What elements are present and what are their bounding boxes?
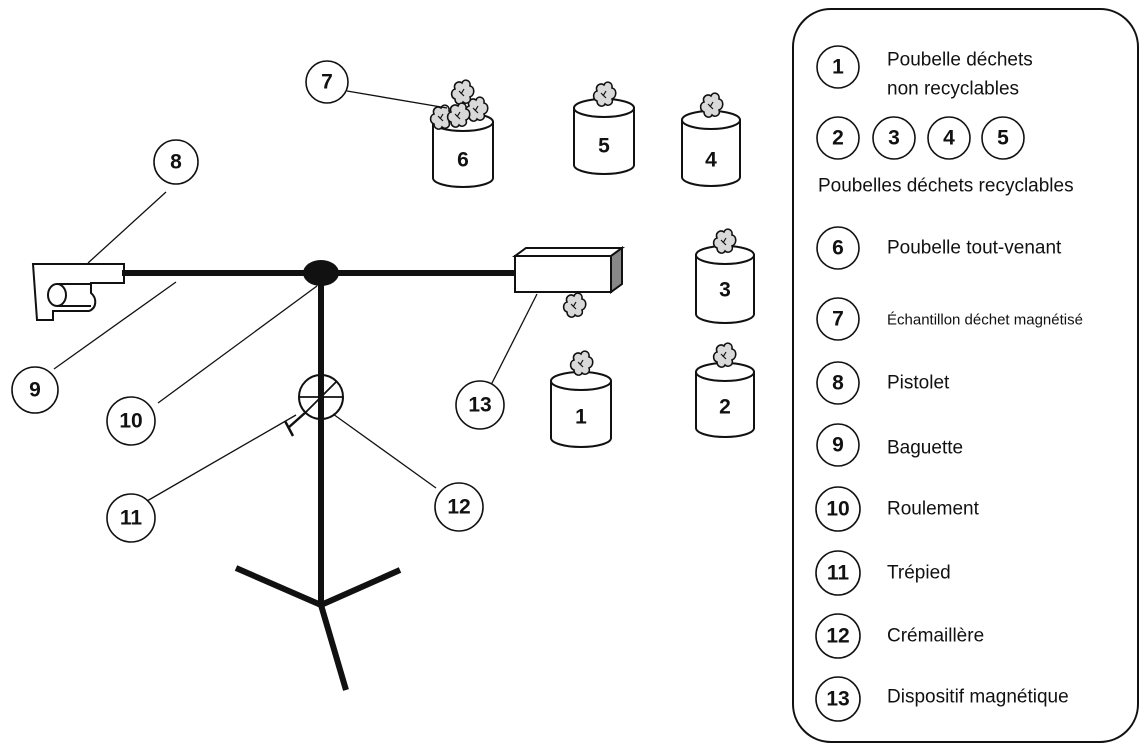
leader-lines [53,90,538,502]
legend-number-9: 9 [832,434,844,457]
legend-number-8: 8 [832,372,844,395]
legend-label-10: Roulement [887,499,980,520]
legend-label-9: Baguette [887,438,963,459]
legend-number-12: 12 [826,625,849,648]
legend-number-13: 13 [826,688,849,711]
legend-number-3: 3 [888,127,900,150]
legend-label-7: Échantillon déchet magnétisé [887,312,1083,329]
legend-label-1-line2: non recyclables [887,79,1019,100]
bin-6 [429,79,494,188]
callout-13: 13 [455,380,505,430]
tripod-legs [234,565,402,691]
callout-8: 8 [153,139,199,185]
callout-11-number: 11 [120,507,143,530]
magnetized-sample-falling [562,292,587,318]
bin-5-number: 5 [598,135,610,158]
legend-number-10: 10 [826,498,849,521]
legend-number-5: 5 [997,127,1009,150]
legend-label-13: Dispositif magnétique [887,687,1069,708]
callout-9: 9 [11,366,59,414]
bin-3-number: 3 [719,279,731,302]
legend-label-11: Trépied [887,563,951,584]
bin-1-number: 1 [575,406,587,429]
legend-label-8: Pistolet [887,373,950,394]
bin-2-number: 2 [719,396,731,419]
callout-7-number: 7 [321,71,333,94]
callout-8-number: 8 [170,151,182,174]
bin-6-number: 6 [457,149,469,172]
bin-4-number: 4 [705,149,717,172]
legend-number-11: 11 [827,562,850,585]
callout-12-number: 12 [447,496,470,519]
legend-number-2: 2 [832,127,844,150]
callout-11: 11 [106,493,156,543]
bin-5 [573,81,635,175]
callout-12: 12 [434,482,484,532]
callout-9-number: 9 [29,379,41,402]
rack-gear [283,374,344,437]
legend-number-4: 4 [943,127,955,150]
legend-label-12: Crémaillère [887,626,984,647]
pistol [31,263,125,321]
bearing [303,260,339,286]
bin-1 [550,350,612,448]
legend-label-recyclables: Poubelles déchets recyclables [818,176,1074,197]
bin-3 [695,228,755,324]
callout-13-number: 13 [468,394,491,417]
legend-label-1-line1: Poubelle déchets [887,50,1033,71]
legend-label-6: Poubelle tout-venant [887,238,1062,259]
legend-number-1: 1 [832,56,844,79]
legend-number-7: 7 [832,308,844,331]
bin-2 [695,342,755,438]
legend-number-6: 6 [832,237,844,260]
callout-10: 10 [106,396,156,446]
bin-4 [681,92,741,187]
magnetic-device [511,246,626,294]
legend: 1 Poubelle déchets non recyclables 2 3 4… [792,8,1139,743]
callout-7: 7 [305,60,349,104]
callout-10-number: 10 [119,410,142,433]
